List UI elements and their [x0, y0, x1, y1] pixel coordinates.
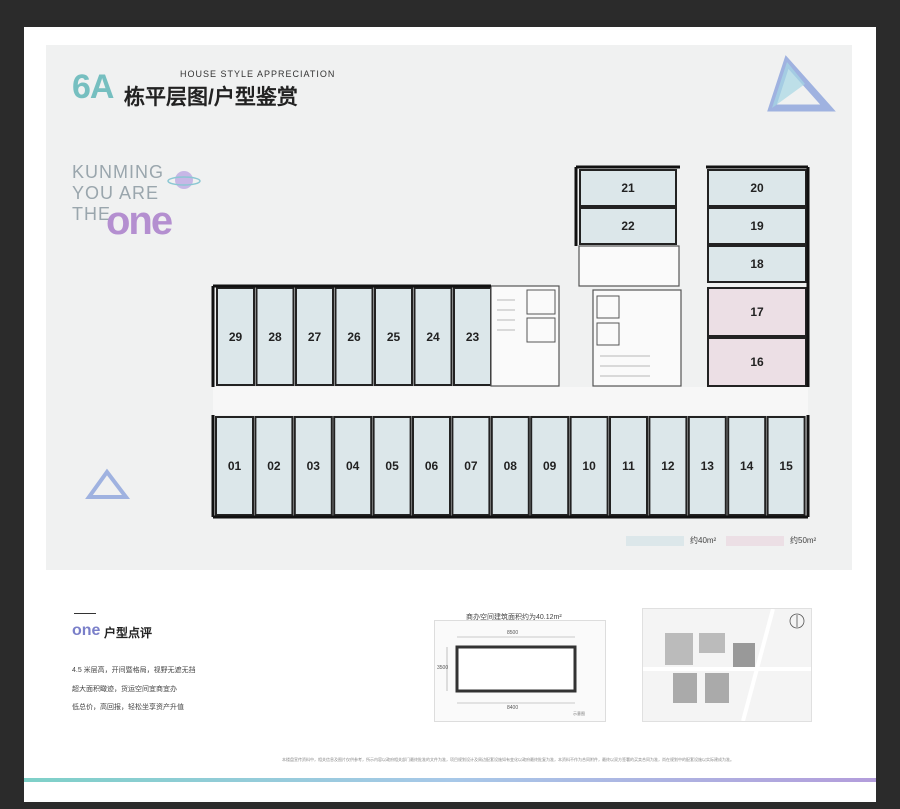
unit-label-03: 03: [306, 459, 320, 473]
unit-label-12: 12: [661, 459, 675, 473]
review-point-3: 低总价，高回报，轻松坐享资产升值: [72, 704, 184, 711]
unit-label-13: 13: [700, 459, 714, 473]
review-brand: one: [72, 622, 101, 639]
unit-label-17: 17: [750, 305, 764, 319]
dim-side: 3500: [437, 665, 449, 671]
review-point-1: 4.5 米层高，开间暨格局，视野无遮无挡: [72, 667, 196, 674]
bottom-bar: [24, 778, 876, 782]
unit-12: [648, 416, 688, 516]
unit-label-16: 16: [750, 355, 764, 369]
unit-20: [707, 169, 807, 207]
unit-label-20: 20: [750, 181, 764, 195]
legend-small-label: 约40m²: [690, 536, 717, 545]
divider: [74, 613, 96, 614]
unit-19: [707, 207, 807, 245]
dim-top: 8500: [507, 630, 519, 636]
unit-label-18: 18: [750, 257, 764, 271]
unit-label-15: 15: [779, 459, 793, 473]
unit-label-24: 24: [426, 329, 440, 344]
unit-label-06: 06: [424, 459, 439, 473]
building-number: 6A: [72, 68, 114, 106]
unit-16: [707, 337, 807, 387]
unit-label-14: 14: [740, 459, 754, 473]
unit-03: [293, 416, 333, 516]
planet-icon: [167, 171, 201, 189]
small-plan: 8500 3500 8400 示意图: [434, 620, 606, 722]
map-drawing: [643, 608, 811, 722]
unit-27: [295, 287, 334, 386]
unit-label-22: 22: [621, 219, 635, 233]
footer-disclaimer: 本楼盘宣传资料中，相关信息及图片仅供参考，所示内容以政府相关部门最终批准的文件为…: [282, 757, 734, 762]
unit-label-07: 07: [464, 459, 478, 473]
unit-label-08: 08: [503, 459, 517, 473]
unit-label-23: 23: [465, 329, 480, 344]
review-point-2: 超大面积瞰迹，货运空间宜商宜办: [72, 686, 177, 693]
unit-22: [579, 207, 677, 245]
unit-06: [412, 416, 451, 516]
unit-label-26: 26: [347, 329, 361, 344]
brand-one: one: [106, 199, 173, 243]
unit-label-25: 25: [386, 329, 401, 344]
unit-24: [413, 287, 453, 386]
unit-21: [579, 169, 677, 207]
slogan: KUNMING YOU ARE THE: [72, 162, 164, 224]
unit-08: [490, 416, 530, 516]
legend-large: 约50m²: [726, 535, 816, 546]
legend-large-label: 约50m²: [790, 536, 817, 545]
unit-label-28: 28: [268, 329, 282, 344]
unit-26: [334, 287, 374, 386]
unit-28: [255, 287, 295, 386]
legend-small-swatch: [626, 535, 684, 546]
legend-small: 约40m²: [626, 535, 716, 546]
unit-label-01: 01: [227, 459, 242, 473]
unit-label-27: 27: [307, 329, 322, 344]
unit-01: [215, 416, 254, 516]
unit-label-19: 19: [750, 219, 764, 233]
unit-label-05: 05: [385, 459, 399, 473]
unit-label-11: 11: [622, 459, 635, 473]
unit-label-09: 09: [543, 459, 557, 473]
unit-29: [216, 287, 255, 386]
small-plan-drawing: [446, 636, 577, 704]
unit-label-02: 02: [267, 459, 281, 473]
title-english: HOUSE STYLE APPRECIATION: [180, 69, 336, 79]
unit-label-21: 21: [621, 181, 635, 195]
unit-label-29: 29: [228, 329, 243, 344]
review-title: 户型点评: [104, 626, 153, 640]
unit-13: [687, 416, 727, 516]
unit-15: [766, 416, 806, 516]
unit-11: [609, 416, 648, 516]
unit-23: [453, 287, 492, 386]
unit-14: [727, 416, 767, 516]
unit-label-04: 04: [346, 459, 360, 473]
location-map: [642, 608, 812, 722]
dim-bottom: 8400: [507, 705, 519, 711]
unit-18: [707, 245, 807, 283]
unit-09: [530, 416, 570, 516]
unit-07: [451, 416, 491, 516]
unit-label-10: 10: [582, 459, 596, 473]
legend-large-swatch: [726, 535, 784, 546]
unit-25: [374, 287, 413, 386]
page-title: 栋平层图/户型鉴赏: [124, 86, 298, 109]
unit-17: [707, 287, 807, 337]
unit-05: [372, 416, 412, 516]
plan-note: 示意图: [573, 711, 585, 716]
small-plan-caption: 商办空间建筑面积约为40.12m²: [466, 614, 562, 621]
unit-02: [254, 416, 294, 516]
unit-10: [569, 416, 609, 516]
unit-04: [333, 416, 373, 516]
